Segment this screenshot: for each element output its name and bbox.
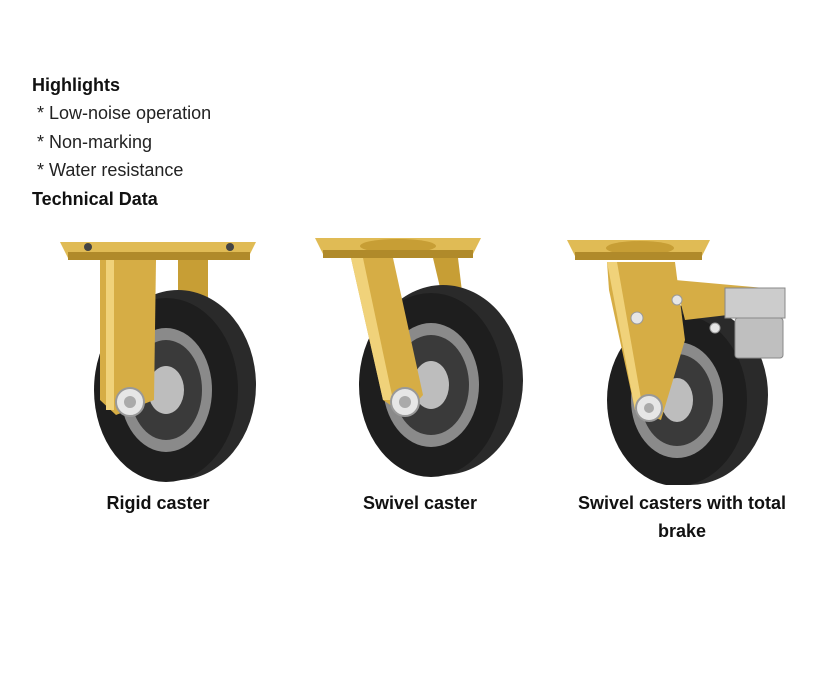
swivel-caster-image [313, 230, 528, 485]
highlight-item-non-marking: * Non-marking [37, 132, 153, 152]
highlight-item-water-resistance: * Water resistance [37, 160, 184, 180]
brake-caster-image [565, 230, 805, 485]
rigid-caster-caption: Rigid caster [106, 493, 210, 513]
swivel-caster-caption: Swivel caster [362, 493, 478, 513]
rigid-caster-image [58, 230, 263, 485]
technical-data-heading: Technical Data [32, 189, 158, 209]
brake-caster-caption: Swivel casters with total brake [577, 493, 787, 541]
highlights-heading: Highlights [32, 75, 120, 95]
highlight-item-low-noise: * Low-noise operation [37, 103, 212, 123]
